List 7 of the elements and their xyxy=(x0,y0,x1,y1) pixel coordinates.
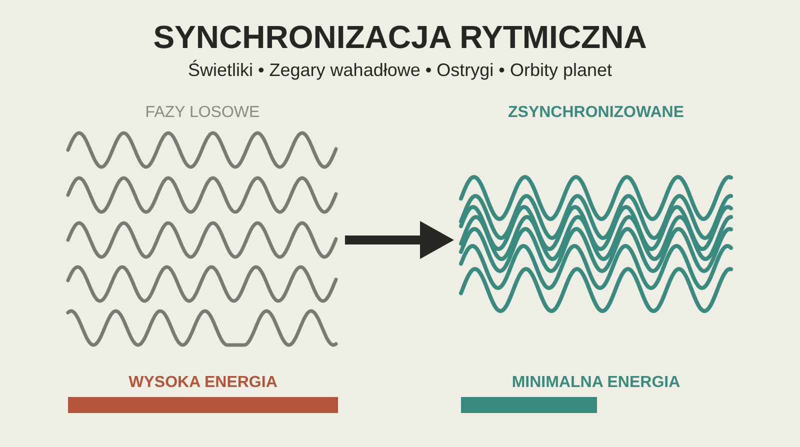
title: SYNCHRONIZACJA RYTMICZNA xyxy=(153,18,647,57)
arrow xyxy=(345,221,454,259)
panel-heading: FAZY LOSOWE xyxy=(145,104,260,122)
panel-heading: ZSYNCHRONIZOWANE xyxy=(508,104,684,122)
energy-label: WYSOKA ENERGIA xyxy=(128,374,278,392)
energy-label: MINIMALNA ENERGIA xyxy=(512,374,680,392)
subtitle: Świetliki • Zegary wahadłowe • Ostrygi • Orbity planet xyxy=(188,59,612,81)
